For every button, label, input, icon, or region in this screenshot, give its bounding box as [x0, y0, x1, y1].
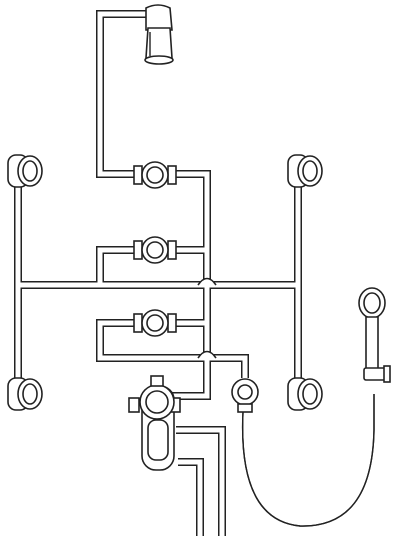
mixing-valve-icon: [128, 375, 181, 471]
holder-icon: [363, 365, 391, 383]
valve-icon: [133, 309, 177, 337]
body-jet-icon: [287, 154, 323, 188]
pipe-network: [14, 10, 302, 536]
hand-shower-icon: [358, 287, 386, 371]
valve-icon: [133, 236, 177, 264]
body-jet-icon: [287, 377, 323, 411]
elbow-icon: [231, 378, 259, 413]
hose-icon: [241, 394, 375, 527]
body-jet-icon: [7, 377, 43, 411]
valve-icon: [133, 161, 177, 189]
body-jet-icon: [7, 154, 43, 188]
shower-head-icon: [144, 4, 174, 65]
